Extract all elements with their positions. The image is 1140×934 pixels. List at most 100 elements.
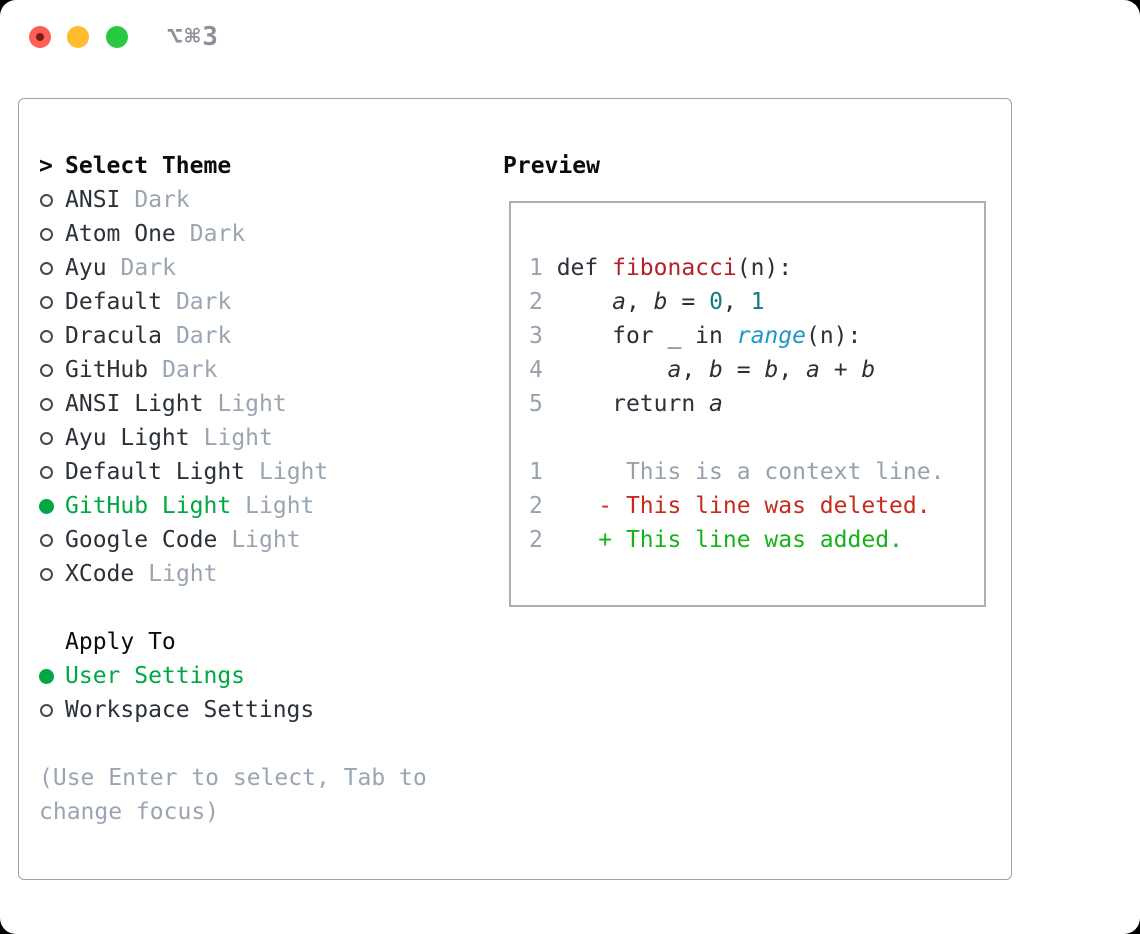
code-token: = [667,289,710,315]
code-token: 5 [529,391,557,417]
radio-icon [40,431,53,445]
code-token: b [861,357,876,383]
code-token: a [806,357,820,383]
theme-name: ANSI [65,187,121,213]
theme-list-item[interactable]: Default Light Light [39,455,485,489]
radio-icon [40,703,53,717]
theme-name: GitHub [65,357,149,383]
theme-name: XCode [65,561,135,587]
code-token: b [764,357,779,383]
radio-cell [39,567,65,581]
theme-variant: Dark [175,289,232,315]
code-token: a [612,289,626,315]
code-token: 4 [529,357,557,383]
code-token: 3 [529,323,557,349]
theme-variant: Light [259,459,329,485]
minimize-button[interactable] [67,26,89,48]
theme-variant: Light [203,425,273,451]
code-token: a [709,391,723,417]
apply-to-option[interactable]: Workspace Settings [39,693,485,727]
preview-header: Preview [503,153,600,179]
code-token: def [556,255,613,281]
code-token [543,493,598,519]
theme-list-item[interactable]: ANSI Light Light [39,387,485,421]
window-shortcut-label: ⌥⌘3 [167,22,220,52]
apply-to-header: Apply To [65,629,176,655]
code-token: range [736,323,806,349]
code-line: 2 - This line was deleted. [529,489,944,523]
theme-variant: Light [217,391,287,417]
theme-variant: Dark [175,323,232,349]
theme-name: Google Code [65,527,218,553]
code-token [557,289,612,315]
close-dot-icon [36,33,44,41]
code-token [557,357,668,383]
code-token: + [819,357,862,383]
radio-icon [40,227,53,241]
radio-cell [39,498,65,514]
code-token: a [667,357,682,383]
close-button[interactable] [29,26,51,48]
code-line: 1 This is a context line. [529,455,944,489]
radio-cell [39,431,65,445]
zoom-button[interactable] [106,26,128,48]
theme-list-item[interactable]: Default Dark [39,285,485,319]
radio-icon [40,465,53,479]
radio-cell [39,363,65,377]
theme-name: GitHub Light [65,493,232,519]
code-token: = [722,357,765,383]
theme-name: Ayu [65,255,107,281]
code-token: 1 [529,459,543,485]
code-line: 4 a, b = b, a + b [529,353,944,387]
code-token: This is a context line. [542,459,945,485]
radio-icon [40,567,53,581]
apply-to-option-label: Workspace Settings [65,697,315,723]
radio-cell [39,397,65,411]
theme-list-item[interactable]: Ayu Dark [39,251,485,285]
apply-to-header-row: Apply To [39,625,485,659]
code-token: b [709,357,723,383]
theme-list-item[interactable]: Google Code Light [39,523,485,557]
keyboard-hint: (Use Enter to select, Tab to change focu… [39,765,427,825]
theme-list-item[interactable]: Ayu Light Light [39,421,485,455]
theme-name: Default [65,289,162,315]
code-token: 2 [529,527,543,553]
radio-cell [39,295,65,309]
radio-icon [40,193,53,207]
cursor-prefix: > [39,153,53,179]
theme-name: Ayu Light [65,425,190,451]
radio-icon [40,261,53,275]
theme-variant: Light [231,527,301,553]
code-line: 2 + This line was added. [529,523,944,557]
spacer [39,727,485,761]
theme-list-header-row: > Select Theme [39,149,485,183]
theme-name: Default Light [65,459,246,485]
radio-cell [39,329,65,343]
code-token: , [778,357,807,383]
code-token: , [625,289,654,315]
apply-to-option[interactable]: User Settings [39,659,485,693]
radio-icon [40,363,53,377]
radio-cell [39,261,65,275]
theme-name: ANSI Light [65,391,204,417]
code-line: 2 a, b = 0, 1 [529,285,944,319]
code-token [543,527,598,553]
code-token: 2 [529,493,543,519]
code-token: 2 [529,289,557,315]
code-token: - This line was deleted. [598,493,931,519]
code-token: return [556,391,710,417]
theme-variant: Dark [120,255,176,281]
code-token: (n): [736,255,793,281]
